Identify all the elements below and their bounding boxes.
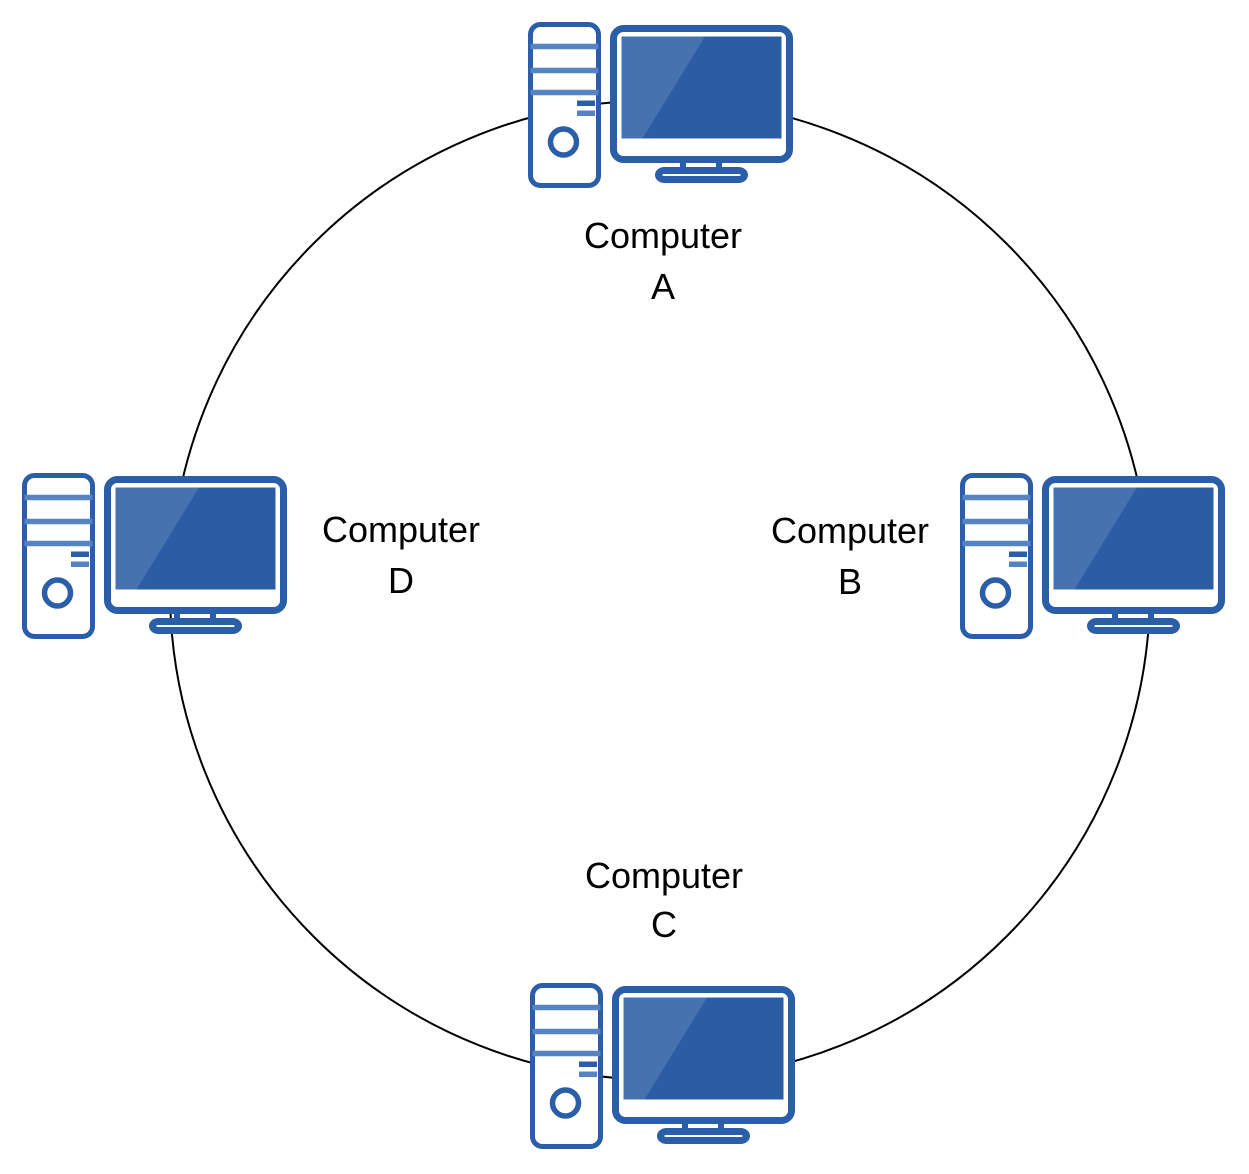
computer-c-label: Computer <box>585 855 743 896</box>
computer-node-b-icon <box>963 476 1222 637</box>
computer-node-a-icon <box>531 25 790 186</box>
computer-b-label: Computer <box>771 510 929 551</box>
computer-node-c-icon <box>533 986 792 1147</box>
computer-a-label: Computer <box>584 215 742 256</box>
computer-c-letter: C <box>651 904 677 945</box>
computer-a-letter: A <box>651 266 675 307</box>
computer-d-label: Computer <box>322 509 480 550</box>
computer-node-d-icon <box>25 476 284 637</box>
computer-b-letter: B <box>838 561 862 602</box>
computer-d-letter: D <box>388 560 414 601</box>
